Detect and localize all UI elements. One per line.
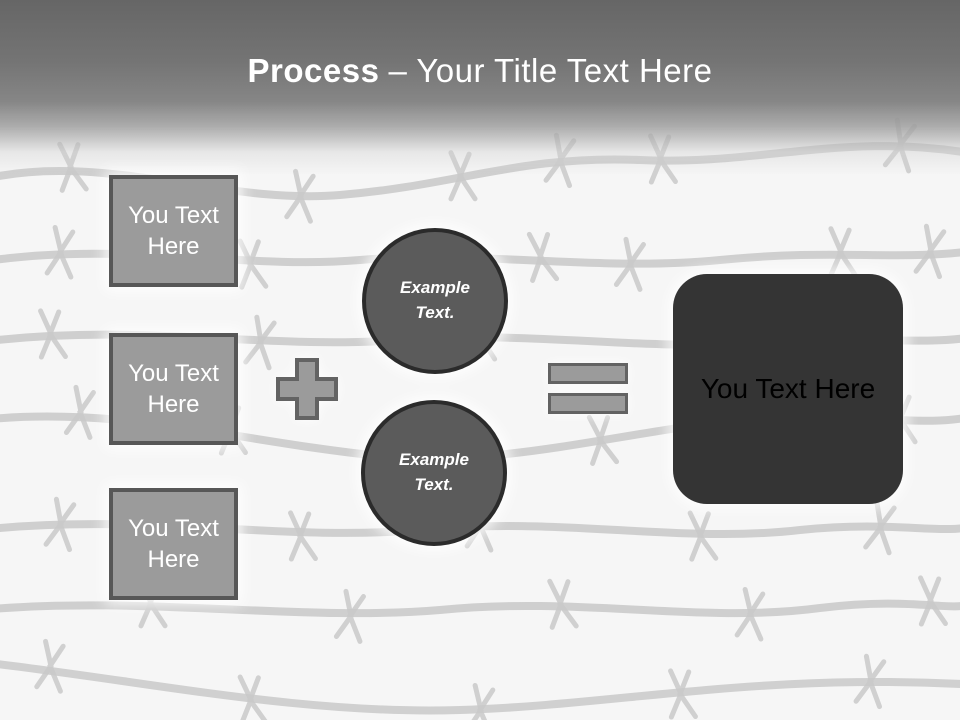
text-placeholder-label: You Text Here: [128, 201, 219, 260]
text-placeholder-box-3: You Text Here: [109, 488, 238, 600]
example-circle-2: Example Text.: [361, 400, 507, 546]
text-placeholder-label: You Text Here: [128, 514, 219, 573]
result-box: You Text Here: [673, 274, 903, 504]
example-circle-1: Example Text.: [362, 228, 508, 374]
equals-bar-bottom: [548, 393, 628, 414]
slide-title-emphasis: Process: [247, 52, 380, 89]
slide-title: Process–Your Title Text Here: [0, 52, 960, 90]
text-placeholder-box-2: You Text Here: [109, 333, 238, 445]
slide-title-separator: –: [388, 52, 408, 89]
text-placeholder-box-1: You Text Here: [109, 175, 238, 287]
title-banner: Process–Your Title Text Here: [0, 0, 960, 175]
example-circle-label: Example Text.: [400, 278, 470, 322]
plus-icon: [275, 357, 339, 421]
equals-bar-top: [548, 363, 628, 384]
example-circle-label: Example Text.: [399, 450, 469, 494]
slide-title-rest: Your Title Text Here: [416, 52, 713, 89]
equals-icon: [548, 363, 628, 414]
result-box-label: You Text Here: [700, 373, 876, 404]
text-placeholder-label: You Text Here: [128, 359, 219, 418]
